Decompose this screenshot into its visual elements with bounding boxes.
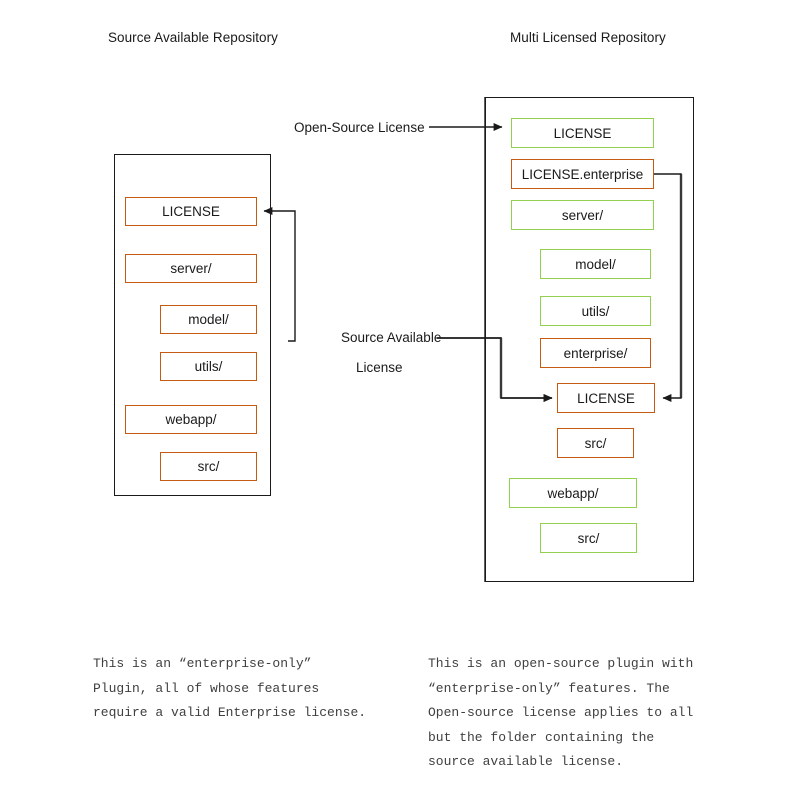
left-node-model[interactable]: model/ [160, 305, 257, 334]
right-node-server[interactable]: server/ [511, 200, 654, 230]
left-node-license[interactable]: LICENSE [125, 197, 257, 226]
left-repo-title: Source Available Repository [108, 30, 278, 45]
node-label: model/ [575, 256, 616, 272]
node-label: utils/ [581, 303, 610, 319]
node-label: src/ [197, 459, 220, 474]
node-label: webapp/ [165, 412, 217, 427]
right-node-model[interactable]: model/ [540, 249, 651, 279]
right-node-utils[interactable]: utils/ [540, 296, 651, 326]
node-label: LICENSE [577, 390, 635, 406]
right-node-license-open-source[interactable]: LICENSE [511, 118, 654, 148]
right-node-enterprise-license[interactable]: LICENSE [557, 383, 655, 413]
right-caption: This is an open-source plugin with “ente… [428, 656, 694, 769]
node-label: webapp/ [547, 485, 599, 501]
right-node-enterprise-src[interactable]: src/ [557, 428, 634, 458]
right-node-license-enterprise[interactable]: LICENSE.enterprise [511, 159, 654, 189]
node-label: LICENSE [162, 204, 220, 219]
left-node-utils[interactable]: utils/ [160, 352, 257, 381]
node-label: LICENSE.enterprise [521, 166, 644, 182]
right-node-enterprise[interactable]: enterprise/ [540, 338, 651, 368]
edge-label-source-available-line2: License [356, 360, 403, 375]
node-label: server/ [170, 261, 212, 276]
node-label: LICENSE [553, 125, 612, 141]
node-label: server/ [561, 207, 604, 223]
left-node-webapp[interactable]: webapp/ [125, 405, 257, 434]
right-repo-title: Multi Licensed Repository [510, 30, 666, 45]
node-label: src/ [577, 530, 600, 546]
node-label: src/ [584, 435, 607, 451]
node-label: utils/ [194, 359, 223, 374]
node-label: enterprise/ [563, 345, 628, 361]
right-node-webapp[interactable]: webapp/ [509, 478, 637, 508]
left-node-server[interactable]: server/ [125, 254, 257, 283]
left-node-src[interactable]: src/ [160, 452, 257, 481]
left-caption: This is an “enterprise-only” Plugin, all… [93, 656, 367, 720]
edge-label-source-available-line1: Source Available [341, 330, 442, 345]
right-node-webapp-src[interactable]: src/ [540, 523, 637, 553]
edge-label-open-source-license: Open-Source License [294, 120, 425, 135]
node-label: model/ [188, 312, 229, 327]
